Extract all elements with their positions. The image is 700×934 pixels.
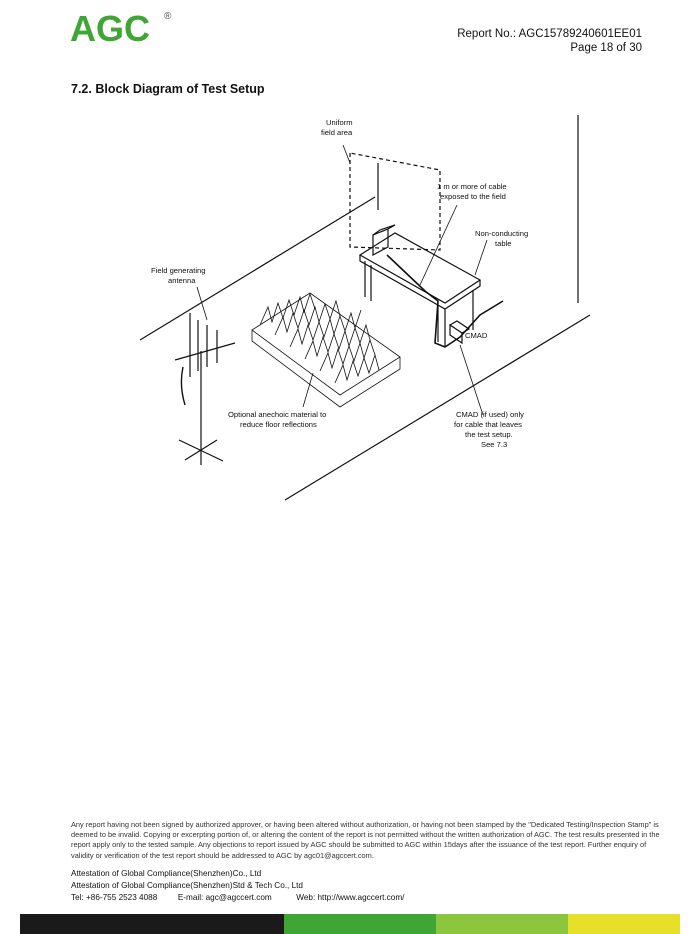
logo-text: AGC	[70, 8, 150, 48]
bar-yellow	[567, 914, 680, 934]
label-uniform-1: Uniform	[326, 118, 353, 127]
registered-mark: ®	[164, 11, 172, 22]
label-cmad: CMAD	[465, 331, 488, 340]
label-anechoic-2: reduce floor reflections	[240, 420, 317, 429]
label-cable-1: 1 m or more of cable	[437, 182, 507, 191]
report-info: Report No.: AGC15789240601EE01 Page 18 o…	[457, 27, 642, 55]
label-cmad-note-2: for cable that leaves	[454, 420, 522, 429]
bar-black	[20, 914, 284, 934]
room-floor-edges	[139, 115, 591, 501]
label-cmad-note-3: the test setup.	[465, 430, 513, 439]
contact-info: Attestation of Global Compliance(Shenzhe…	[71, 868, 404, 905]
anechoic-material	[251, 292, 401, 408]
page-number: Page 18 of 30	[570, 42, 642, 54]
report-number: Report No.: AGC15789240601EE01	[457, 28, 642, 40]
cmad-device	[449, 320, 471, 345]
label-antenna-1: Field generating	[151, 266, 205, 275]
label-cable-2: exposed to the field	[440, 192, 506, 201]
uniform-field-area	[349, 152, 441, 251]
footer-color-bar	[20, 914, 680, 934]
label-uniform-2: field area	[321, 128, 353, 137]
cable	[386, 254, 504, 348]
eut-box	[372, 224, 396, 256]
email-link[interactable]: E-mail: agc@agccert.com	[177, 893, 272, 903]
leader-lines	[196, 144, 488, 416]
label-antenna-2: antenna	[168, 276, 196, 285]
label-table-1: Non-conducting	[475, 229, 528, 238]
label-cmad-note-1: CMAD (if used) only	[456, 410, 524, 419]
report-disclaimer: Any report having not been signed by aut…	[71, 820, 660, 860]
company-line-2: Attestation of Global Compliance(Shenzhe…	[71, 881, 303, 891]
agc-logo: AGC ®	[70, 8, 172, 48]
field-generating-antenna	[174, 313, 236, 465]
contact-line: Tel: +86-755 2523 4088 E-mail: agc@agcce…	[71, 892, 404, 904]
company-line-1: Attestation of Global Compliance(Shenzhe…	[71, 869, 262, 878]
bar-green	[284, 914, 436, 934]
label-cmad-note-4: See 7.3	[481, 440, 507, 449]
non-conducting-table	[358, 232, 482, 346]
telephone: Tel: +86-755 2523 4088	[71, 893, 158, 903]
bar-lightgreen	[435, 914, 568, 934]
label-table-2: table	[495, 239, 511, 248]
website-link[interactable]: Web: http://www.agccert.com/	[296, 893, 405, 903]
label-anechoic-1: Optional anechoic material to	[228, 410, 326, 419]
test-setup-diagram: Uniform field area 1 m or more of cable …	[139, 115, 591, 501]
section-title: 7.2. Block Diagram of Test Setup	[71, 82, 265, 96]
